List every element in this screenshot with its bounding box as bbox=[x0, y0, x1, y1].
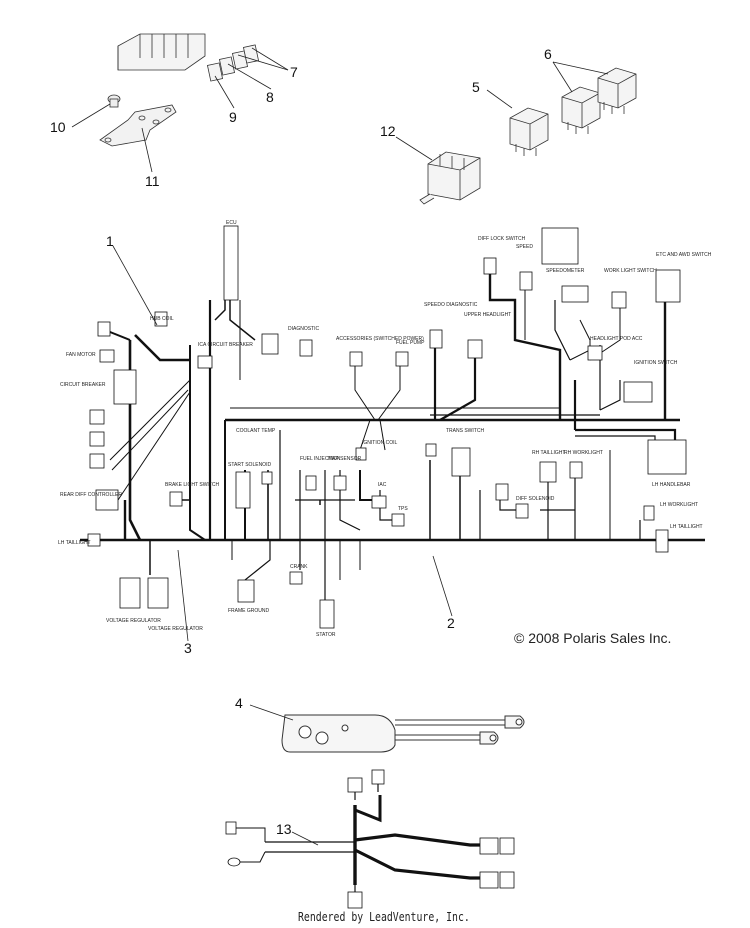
relay-5-part bbox=[509, 107, 549, 156]
ignition-coil-label: IGNITION COIL bbox=[362, 440, 398, 446]
diagram-labels: ECU HUB COIL FAN MOTOR CIRCUIT BREAKER R… bbox=[58, 220, 712, 638]
fuel-pump-label: FUEL PUMP bbox=[396, 340, 425, 346]
regulator-2-label: VOLTAGE REGULATOR bbox=[148, 626, 203, 632]
brake-light-label: BRAKE LIGHT SWITCH bbox=[165, 482, 219, 488]
callout-numbers: 1 2 3 4 5 6 7 8 9 10 11 12 13 bbox=[50, 46, 552, 837]
frame-ground-label: FRAME GROUND bbox=[228, 608, 270, 614]
crank-label: CRANK bbox=[290, 564, 308, 570]
fuel-injection-label: FUEL INJECTION bbox=[300, 456, 341, 462]
circuit-breaker-label: CIRCUIT BREAKER bbox=[60, 382, 106, 388]
rh-worklight-label: RH WORKLIGHT bbox=[564, 450, 603, 456]
lh-worklight-label: LH WORKLIGHT bbox=[660, 502, 698, 508]
callout-4: 4 bbox=[235, 695, 243, 711]
copyright-notice: © 2008 Polaris Sales Inc. bbox=[514, 630, 672, 646]
rear-diff-label: REAR DIFF CONTROLLER bbox=[60, 492, 122, 498]
callout-13: 13 bbox=[276, 821, 292, 837]
sub-harness-part bbox=[232, 782, 480, 895]
upper-headlight-label: UPPER HEADLIGHT bbox=[464, 312, 511, 318]
hub-coil-label: HUB COIL bbox=[150, 316, 174, 322]
trans-switch-label: TRANS SWITCH bbox=[446, 428, 484, 434]
callout-2: 2 bbox=[447, 615, 455, 631]
etc-awd-label: ETC AND AWD SWITCH bbox=[656, 252, 712, 258]
lh-taillight-left-label: LH TAILLIGHT bbox=[58, 540, 91, 546]
rendered-by-notice: Rendered by LeadVenture, Inc. bbox=[298, 910, 470, 924]
bolt-part bbox=[107, 94, 121, 108]
callout-9: 9 bbox=[229, 109, 237, 125]
headlight-pod-label: HEADLIGHT POD ACC bbox=[590, 336, 643, 342]
fan-motor-label: FAN MOTOR bbox=[66, 352, 96, 358]
main-harness bbox=[80, 270, 705, 600]
relay-6b-part bbox=[597, 67, 637, 114]
callout-1: 1 bbox=[106, 233, 114, 249]
rh-taillight-label: RH TAILLIGHT bbox=[532, 450, 565, 456]
lh-taillight-right-label: LH TAILLIGHT bbox=[670, 524, 703, 530]
callout-leaders bbox=[71, 47, 609, 846]
speedo-diag-label: SPEEDO DIAGNOSTIC bbox=[424, 302, 478, 308]
callout-12: 12 bbox=[380, 123, 396, 139]
module-12-part bbox=[419, 151, 481, 205]
fuse-box-part bbox=[117, 33, 206, 71]
regulator-1-label: VOLTAGE REGULATOR bbox=[106, 618, 161, 624]
small-relays-part bbox=[206, 44, 260, 82]
bracket-part bbox=[99, 104, 177, 147]
coolant-temp-label: COOLANT TEMP bbox=[236, 428, 276, 434]
map-sensor-label: MAP SENSOR bbox=[328, 456, 362, 462]
callout-3: 3 bbox=[184, 640, 192, 656]
ground-cable-part bbox=[281, 714, 525, 753]
diff-solenoid-label: DIFF SOLENOID bbox=[516, 496, 555, 502]
callout-7: 7 bbox=[290, 64, 298, 80]
diagnostic-label: DIAGNOSTIC bbox=[288, 326, 320, 332]
iac-label: IAC bbox=[378, 482, 387, 488]
callout-8: 8 bbox=[266, 89, 274, 105]
callout-10: 10 bbox=[50, 119, 66, 135]
lh-handlebar-label: LH HANDLEBAR bbox=[652, 482, 691, 488]
tps-label: TPS bbox=[398, 506, 408, 512]
ecu-label: ECU bbox=[226, 220, 237, 226]
stator-label: STATOR bbox=[316, 632, 336, 638]
speed-top-label: SPEED bbox=[516, 244, 533, 250]
diff-lock-label: DIFF LOCK SWITCH bbox=[478, 236, 526, 242]
callout-6: 6 bbox=[544, 46, 552, 62]
callout-11: 11 bbox=[145, 173, 160, 189]
accessories-label: ACCESSORIES (SWITCHED POWER) bbox=[336, 336, 424, 342]
speedometer-label: SPEEDOMETER bbox=[546, 268, 585, 274]
ica-breaker-label: ICA CIRCUIT BREAKER bbox=[198, 342, 253, 348]
harness-connectors bbox=[87, 225, 687, 629]
work-light-switch-label: WORK LIGHT SWITCH bbox=[604, 268, 657, 274]
start-solenoid-label: START SOLENOID bbox=[228, 462, 271, 468]
sub-harness-connectors bbox=[225, 769, 515, 909]
ignition-switch-label: IGNITION SWITCH bbox=[634, 360, 678, 366]
relay-6a-part bbox=[561, 86, 601, 134]
callout-5: 5 bbox=[472, 79, 480, 95]
